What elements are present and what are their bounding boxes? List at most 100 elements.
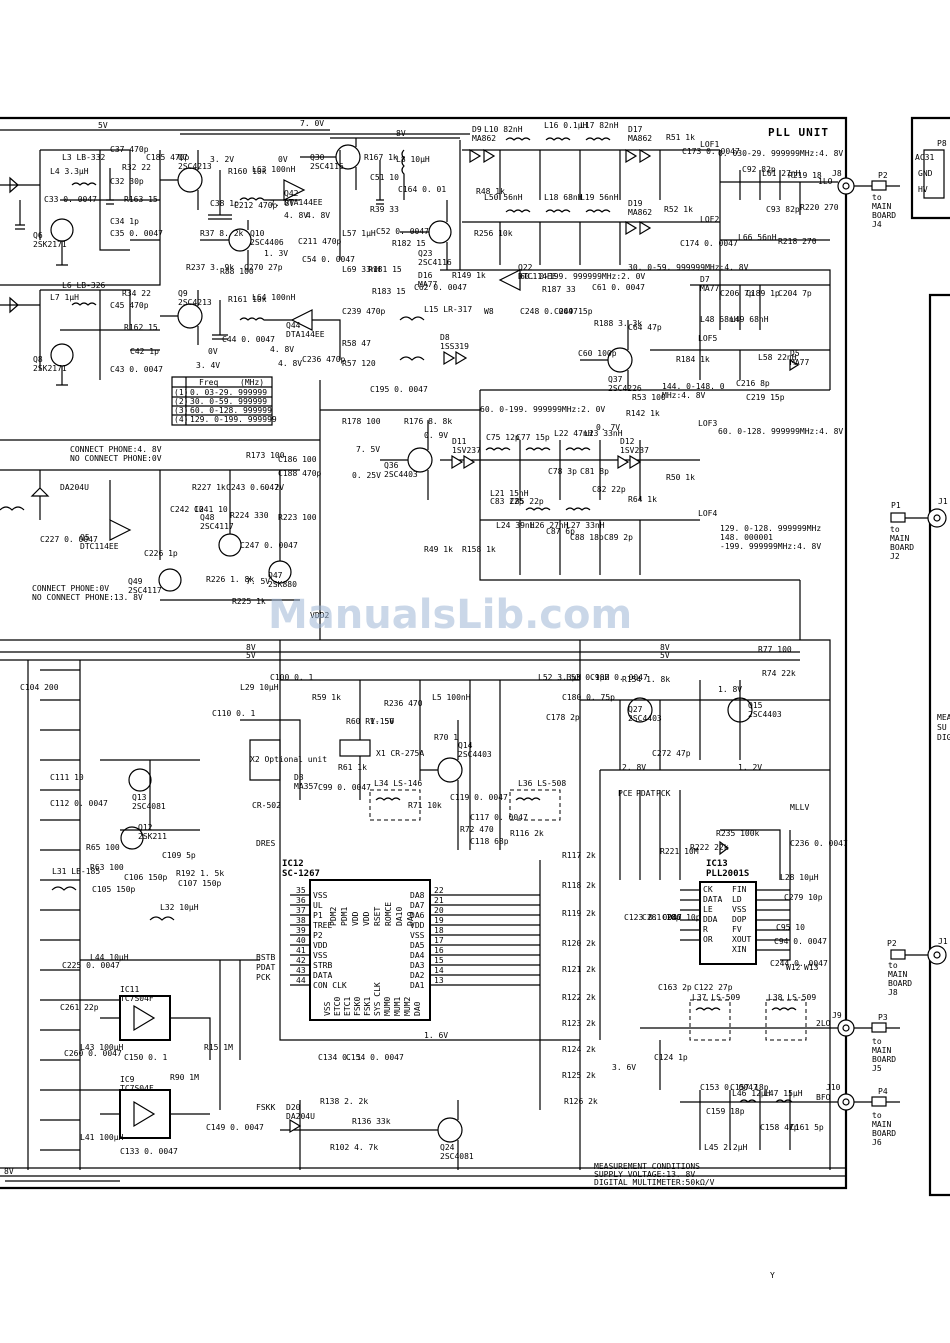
capacitor-label: C241 10 [194, 505, 228, 514]
capacitor-label: C149 0. 0047 [206, 1123, 264, 1132]
connector-j1-top[interactable] [890, 508, 947, 528]
freq-table-row2-val: 30. 0-59. 999999 [190, 397, 267, 406]
j8-to-2: MAIN [872, 202, 891, 211]
voltage-label: 4. 8V [284, 211, 308, 220]
j10-to-2: MAIN [872, 1120, 891, 1129]
voltage-label: 7. 5V [356, 445, 380, 454]
diode-part: 1SV237 [452, 446, 481, 455]
ic13-left-pin-name: DDA [703, 915, 718, 924]
j1-bottom-to-4: J8 [888, 988, 898, 997]
j1-bottom-to-2: MAIN [888, 970, 907, 979]
diode-part: 1SS319 [440, 342, 469, 351]
capacitor-label: C227 0. 0047 [40, 535, 98, 544]
ic12-right-pin-num: 19 [434, 916, 444, 925]
j10-ref: J10 [826, 1083, 841, 1092]
transistor-ref: Q36 [384, 461, 399, 470]
resistor-label: R184 1k [676, 355, 710, 364]
resistor-label: R224 330 [230, 511, 269, 520]
resistor-label: R72 470 [460, 825, 494, 834]
transistor-part: 2SC4406 [250, 238, 284, 247]
ic12-right-pin-num: 18 [434, 926, 444, 935]
misc-label: CR-502 [252, 801, 281, 810]
ic12-bottom-pin-name: MUM0 [383, 997, 392, 1016]
capacitor-label: C216 8p [736, 379, 770, 388]
capacitor-label: C75 12p [486, 433, 520, 442]
j10-to-3: BOARD [872, 1129, 896, 1138]
transistor-part: 2SC4403 [384, 470, 418, 479]
resistor-label: R160 10k [228, 167, 267, 176]
resistor-label: R183 15 [372, 287, 406, 296]
resistor-label: R167 1k [364, 153, 398, 162]
right-side-text-3: DIG [937, 733, 950, 742]
misc-label: X2 Optional unit [250, 755, 327, 764]
misc-label: W8 [484, 307, 494, 316]
unit-border [0, 116, 848, 1190]
rail-8v: 8V [396, 129, 406, 138]
capacitor-label: C270 27p [244, 263, 283, 272]
resistor-label: R226 1. 8k [206, 575, 254, 584]
capacitor-label: C161 5p [790, 1123, 824, 1132]
capacitor-label: C133 0. 0047 [120, 1147, 178, 1156]
inductor-label: L27 33nH [566, 521, 605, 530]
capacitor-label: C124 1p [654, 1053, 688, 1062]
capacitor-label: C158 47p [760, 1123, 799, 1132]
capacitor-label: C225 0. 0047 [62, 961, 120, 970]
inductor-label: L32 10µH [160, 903, 199, 912]
freq-table: Freq (MHz) (1) 0. 03-29. 999999 (2) 30. … [171, 376, 277, 426]
misc-label: PCE [618, 789, 633, 798]
capacitor-label: C37 470p [110, 145, 149, 154]
ic13-part: PLL2001S [706, 869, 749, 879]
ic12-left-pins: 35363738394041424344VSSULP1TREEP2VDDVSSS… [296, 886, 347, 990]
supply-rails: 5V 7. 0V 8V 8V 5V 8V 5V 8V [0, 119, 800, 1182]
transistor-part: DTA144EE [286, 330, 325, 339]
resistor-label: R136 33k [352, 1117, 391, 1126]
ic12-bottom-pin-name: VSS [323, 1001, 332, 1016]
capacitor-label: C117 0. 0047 [470, 813, 528, 822]
lof4-note-a: 129. 0-128. 999999MHz [720, 524, 821, 533]
freq-table-row4-val: 129. 0-199. 999999 [190, 415, 277, 424]
inductor-label: L63 100nH [252, 165, 296, 174]
ic12-right-pin-num: 17 [434, 936, 444, 945]
diode-part: MA357 [294, 782, 318, 791]
resistor-label: R161 10k [228, 295, 267, 304]
inductor-label: L3 LB-332 [62, 153, 106, 162]
ic12-right-pin-num: 20 [434, 906, 444, 915]
capacitor-label: C94 0. 0047 [774, 937, 827, 946]
ic12-left-pin-name: STRB [313, 961, 332, 970]
ic12-left-pin-num: 35 [296, 886, 306, 895]
ic12-top-pin-name: PDM2 [329, 907, 338, 926]
capacitor-label: C178 2p [546, 713, 580, 722]
capacitor-label: C64 47p [628, 323, 662, 332]
resistor-label: R125 2k [562, 1071, 596, 1080]
transistor-part: 2SC4403 [458, 750, 492, 759]
capacitor-label: C272 47p [652, 749, 691, 758]
connector-j9[interactable] [837, 1019, 900, 1037]
capacitor-label: C236 0. 0047 [790, 839, 848, 848]
transistor-ref: Q42 [284, 189, 299, 198]
transistor-part: 2SC4403 [748, 710, 782, 719]
ic12-left-pin-num: 40 [296, 936, 306, 945]
ic13-block [680, 881, 790, 965]
transistor-ref: Q24 [440, 1143, 455, 1152]
ic13-right-pin-name: LD [732, 895, 742, 904]
connector-j1-bottom[interactable] [890, 945, 947, 965]
connector-j8[interactable] [837, 177, 900, 195]
right-terminal-box: AC31 GND HV P8 [910, 116, 950, 220]
connector-j10[interactable] [837, 1093, 900, 1111]
resistor-label: R219 18 [788, 171, 822, 180]
ic13-left-pin-name: OR [703, 935, 713, 944]
ic12-left-pin-name: CON CLK [313, 981, 347, 990]
resistor-label: R225 1k [232, 597, 266, 606]
resistor-label: R227 1k [192, 483, 226, 492]
ic12-left-pin-name: UL [313, 901, 323, 910]
voltage-label: 4. 8V [306, 211, 330, 220]
resistor-label: R119 2k [562, 909, 596, 918]
capacitor-label: C78 3p [548, 467, 577, 476]
capacitor-label: C211 470p [298, 237, 342, 246]
resistor-label: R39 33 [370, 205, 399, 214]
misc-label: PDAT [256, 963, 275, 972]
misc-label: W12 [786, 963, 801, 972]
